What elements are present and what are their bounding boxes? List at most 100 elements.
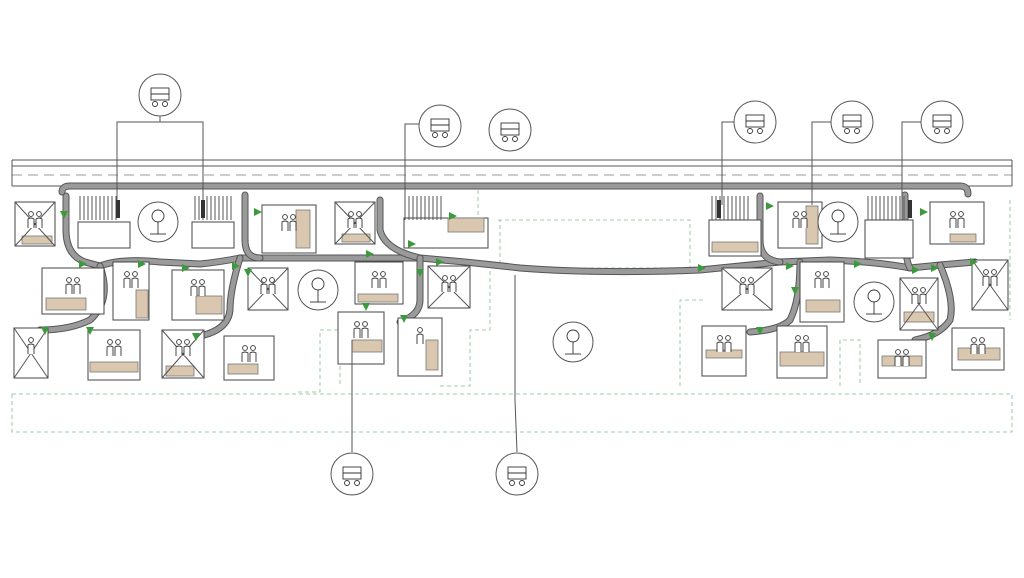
playground-icon xyxy=(137,201,179,243)
callout-leaders xyxy=(116,110,922,453)
timber-deck xyxy=(357,293,399,303)
entrance-stairs xyxy=(79,196,117,220)
timber-deck xyxy=(805,299,841,313)
housing-unit xyxy=(87,329,141,381)
timber-deck xyxy=(705,349,743,359)
housing-unit xyxy=(191,221,235,249)
direction-arrow xyxy=(138,260,146,268)
entrance-stairs xyxy=(404,196,442,220)
car-accessibility-icon xyxy=(418,104,462,148)
housing-unit xyxy=(951,327,1005,371)
housing-unit xyxy=(247,267,289,311)
timber-deck xyxy=(45,297,87,311)
housing-unit xyxy=(721,267,773,311)
direction-arrow xyxy=(791,287,799,295)
housing-unit xyxy=(776,325,828,379)
direction-arrow xyxy=(400,315,408,323)
housing-unit xyxy=(223,335,275,381)
tree-person-icon xyxy=(853,281,895,323)
direction-arrow xyxy=(60,211,68,219)
greenhouse-icon xyxy=(733,100,777,144)
direction-arrow xyxy=(854,260,862,268)
direction-arrow xyxy=(912,266,920,274)
direction-arrow xyxy=(931,264,939,272)
timber-deck xyxy=(903,311,935,323)
direction-arrow xyxy=(244,269,252,277)
housing-unit xyxy=(701,325,747,377)
direction-arrow xyxy=(41,327,49,335)
timber-deck xyxy=(425,339,439,371)
timber-deck xyxy=(341,233,371,243)
housing-unit xyxy=(427,265,471,309)
housing-unit xyxy=(14,201,56,247)
direction-arrow xyxy=(920,208,928,216)
direction-arrow xyxy=(416,269,424,277)
housing-unit xyxy=(13,327,49,379)
market-stall-icon xyxy=(138,73,182,117)
housing-units xyxy=(13,196,1009,381)
housing-unit xyxy=(354,261,404,305)
housing-unit xyxy=(929,201,985,245)
amenity-callouts xyxy=(138,73,964,496)
timber-deck xyxy=(351,339,383,353)
housing-unit xyxy=(403,217,489,249)
housing-unit xyxy=(337,311,385,365)
direction-arrow xyxy=(698,264,706,272)
direction-arrow xyxy=(766,202,774,210)
direction-arrow xyxy=(192,333,200,341)
housing-unit xyxy=(334,201,376,245)
timber-deck xyxy=(21,235,53,245)
entrance-stairs xyxy=(194,196,232,220)
direction-arrow xyxy=(786,262,794,270)
housing-unit xyxy=(112,261,150,321)
housing-unit xyxy=(397,317,443,377)
direction-arrow xyxy=(182,264,190,272)
greenhouse-icon xyxy=(920,100,964,144)
inline-amenity-icons xyxy=(137,201,895,363)
housing-unit xyxy=(777,201,823,249)
direction-arrow xyxy=(449,212,457,220)
direction-arrow xyxy=(86,327,94,335)
housing-unit xyxy=(899,277,939,331)
direction-arrow xyxy=(756,327,764,335)
timber-deck xyxy=(805,205,819,245)
housing-unit xyxy=(171,269,225,321)
timber-deck xyxy=(295,209,311,249)
housing-unit xyxy=(799,261,845,323)
housing-unit xyxy=(864,219,914,259)
gate-post xyxy=(201,200,205,218)
direction-arrow xyxy=(366,250,374,258)
timber-deck xyxy=(227,363,259,375)
direction-arrow xyxy=(408,240,416,248)
entrance-stairs xyxy=(867,196,905,220)
timber-deck xyxy=(447,217,485,233)
housing-unit xyxy=(41,267,105,315)
park-bench-icon xyxy=(817,201,859,243)
timber-deck xyxy=(949,233,977,243)
meeting-icon xyxy=(830,100,874,144)
recreation-icon xyxy=(495,452,539,496)
farmland-icon xyxy=(552,321,594,363)
direction-arrow xyxy=(254,208,262,216)
gate-post xyxy=(116,200,120,218)
housing-unit xyxy=(877,339,927,379)
timber-deck xyxy=(881,355,923,367)
gardening-icon xyxy=(330,452,374,496)
direction-arrows xyxy=(41,202,978,341)
gate-post xyxy=(717,200,721,218)
direction-arrow xyxy=(232,262,240,270)
timber-deck xyxy=(195,295,223,315)
direction-arrow xyxy=(928,333,936,341)
timber-deck xyxy=(779,351,825,367)
timber-deck xyxy=(89,361,139,373)
workshop-icon xyxy=(488,108,532,152)
children-play-icon xyxy=(297,269,339,311)
timber-deck xyxy=(165,365,195,377)
direction-arrow xyxy=(970,258,978,266)
housing-unit xyxy=(261,204,317,254)
housing-unit xyxy=(77,221,131,249)
direction-arrow xyxy=(436,258,444,266)
gate-post xyxy=(908,200,912,218)
